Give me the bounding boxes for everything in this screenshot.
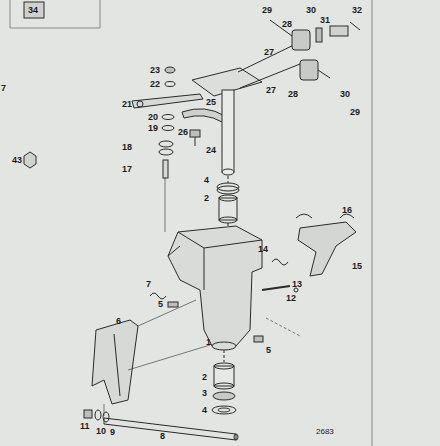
callout-number: 7: [1, 84, 6, 93]
callout-number: 10: [96, 427, 106, 436]
callout-number: 1: [206, 338, 211, 347]
callout-number: 9: [110, 428, 115, 437]
callout-number: 4: [204, 176, 209, 185]
callout-number: 30: [306, 6, 316, 15]
callout-number: 27: [266, 86, 276, 95]
callout-number: 4: [202, 406, 207, 415]
callout-number: 11: [80, 422, 90, 431]
callout-number: 43: [12, 156, 22, 165]
callout-number: 28: [282, 20, 292, 29]
callout-number: 6: [116, 317, 121, 326]
callout-number: 2: [202, 373, 207, 382]
callout-number: 19: [148, 124, 158, 133]
callout-number: 22: [150, 80, 160, 89]
callout-number: 3: [202, 389, 207, 398]
callout-number: 30: [340, 90, 350, 99]
callout-number: 27: [264, 48, 274, 57]
callout-number: 23: [150, 66, 160, 75]
callout-number: 14: [258, 245, 268, 254]
callout-number: 13: [292, 280, 302, 289]
callout-number: 25: [206, 98, 216, 107]
callout-number: 12: [286, 294, 296, 303]
callout-number: 34: [28, 6, 38, 15]
callout-number: 5: [266, 346, 271, 355]
callout-number: 18: [122, 143, 132, 152]
callout-number: 16: [342, 206, 352, 215]
callout-number: 2: [204, 194, 209, 203]
callout-number: 17: [122, 165, 132, 174]
callout-number: 32: [352, 6, 362, 15]
callout-number: 15: [352, 262, 362, 271]
figure-number: 2683: [316, 428, 334, 436]
callout-number: 31: [320, 16, 330, 25]
callout-number: 5: [158, 300, 163, 309]
callout-number: 20: [148, 113, 158, 122]
callout-number: 29: [262, 6, 272, 15]
callout-number: 21: [122, 100, 132, 109]
callout-number: 24: [206, 146, 216, 155]
callout-number: 8: [160, 432, 165, 441]
callout-number: 29: [350, 108, 360, 117]
callout-number: 26: [178, 128, 188, 137]
callout-number: 7: [146, 280, 151, 289]
callout-number: 28: [288, 90, 298, 99]
